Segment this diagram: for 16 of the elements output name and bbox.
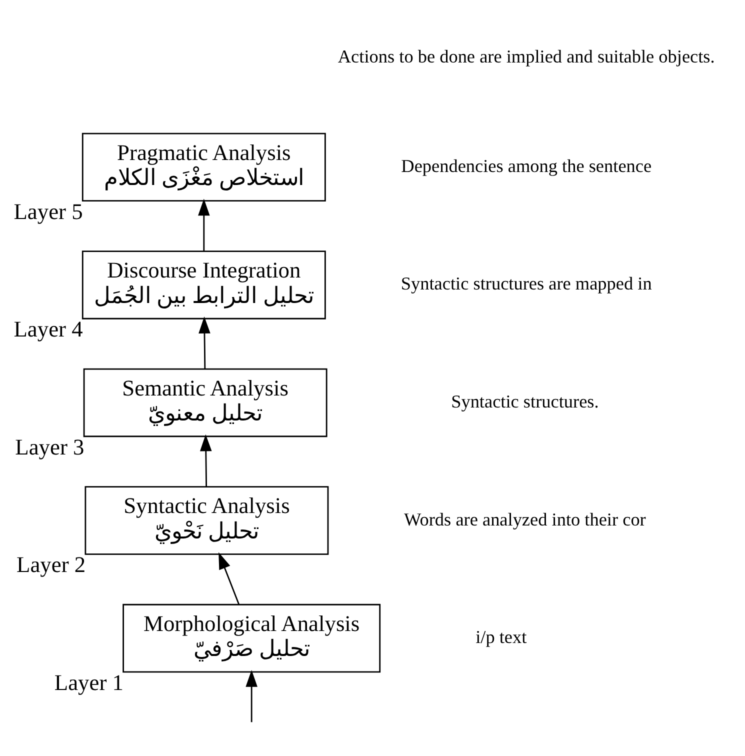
- arrow: [246, 670, 258, 722]
- node-label: Layer 2: [16, 552, 86, 578]
- label: i/p text: [476, 627, 527, 648]
- node-label: Layer 4: [14, 316, 83, 342]
- arrow: [200, 434, 212, 486]
- label: Dependencies among the sentence: [401, 156, 652, 176]
- arrow: [198, 316, 210, 369]
- arrow: [198, 198, 210, 251]
- label: Syntactic structures.: [451, 392, 599, 412]
- arrow: [218, 552, 240, 604]
- node-label: Layer 1: [54, 670, 124, 695]
- node-label: Layer 5: [14, 198, 83, 224]
- label: Syntactic structures are mapped in: [400, 274, 652, 294]
- label: Actions to be done are implied and suitable objects.: [338, 46, 715, 67]
- label: Words are analyzed into their cor: [404, 509, 646, 530]
- node-label: Layer 3: [15, 434, 84, 460]
